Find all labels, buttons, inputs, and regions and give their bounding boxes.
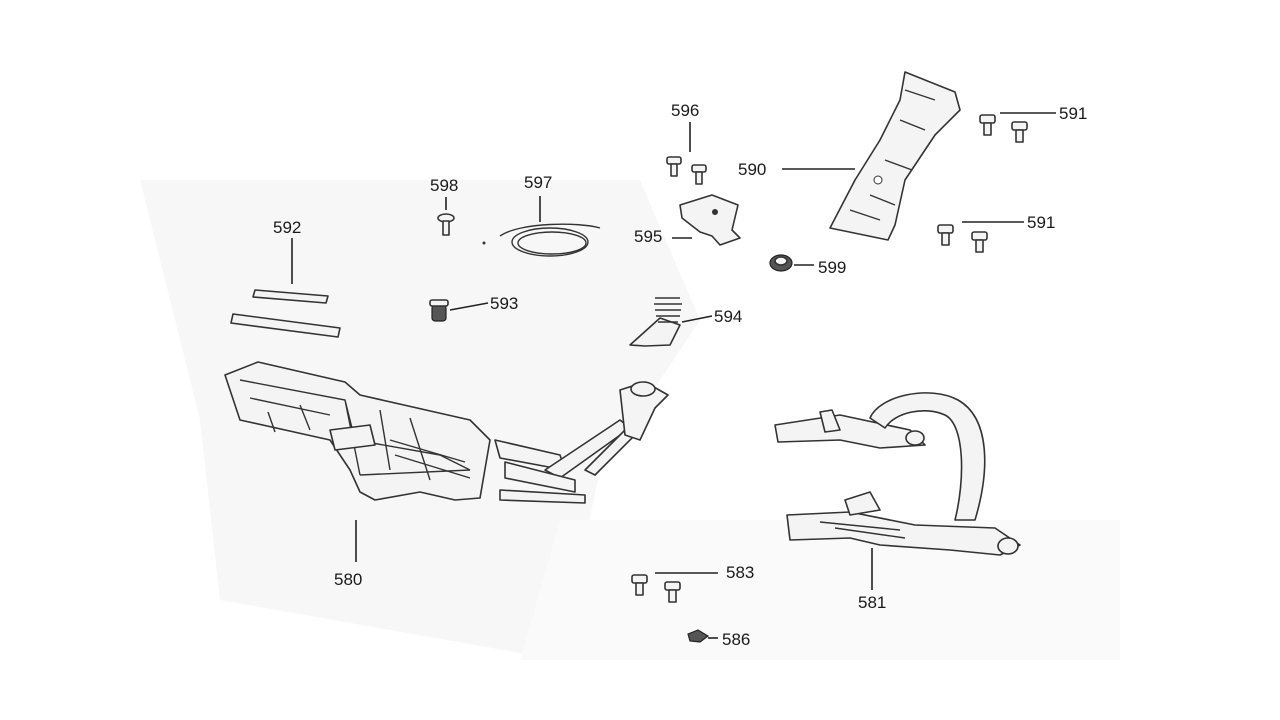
grommet-593 bbox=[429, 299, 489, 322]
bracket-595 bbox=[672, 194, 741, 246]
cover-590 bbox=[782, 71, 961, 241]
cable-597 bbox=[499, 196, 601, 257]
callout-599: 599 bbox=[818, 258, 846, 277]
callout-580: 580 bbox=[334, 570, 362, 589]
main-stand-581 bbox=[774, 392, 1021, 590]
rubber-strips-592 bbox=[230, 238, 341, 338]
callout-590: 590 bbox=[738, 160, 766, 179]
callout-596: 596 bbox=[671, 101, 699, 120]
background-patch-bottom bbox=[520, 520, 1120, 660]
callout-597: 597 bbox=[524, 173, 552, 192]
callout-581: 581 bbox=[858, 593, 886, 612]
cap-599 bbox=[769, 254, 814, 272]
spring-lever-594 bbox=[629, 297, 713, 347]
screw-598 bbox=[437, 197, 486, 245]
callout-586: 586 bbox=[722, 630, 750, 649]
callout-591-bottom: 591 bbox=[1027, 213, 1055, 232]
frame-580 bbox=[224, 361, 669, 562]
callout-583: 583 bbox=[726, 563, 754, 582]
callout-595: 595 bbox=[634, 227, 662, 246]
callout-593: 593 bbox=[490, 294, 518, 313]
callout-592: 592 bbox=[273, 218, 301, 237]
screws-596 bbox=[666, 122, 707, 185]
screws-591-bottom bbox=[937, 221, 1024, 253]
screws-591-top bbox=[979, 112, 1056, 143]
callout-598: 598 bbox=[430, 176, 458, 195]
callout-591-top: 591 bbox=[1059, 104, 1087, 123]
nut-586 bbox=[687, 629, 718, 643]
callout-594: 594 bbox=[714, 307, 742, 326]
bolts-583 bbox=[631, 572, 718, 603]
